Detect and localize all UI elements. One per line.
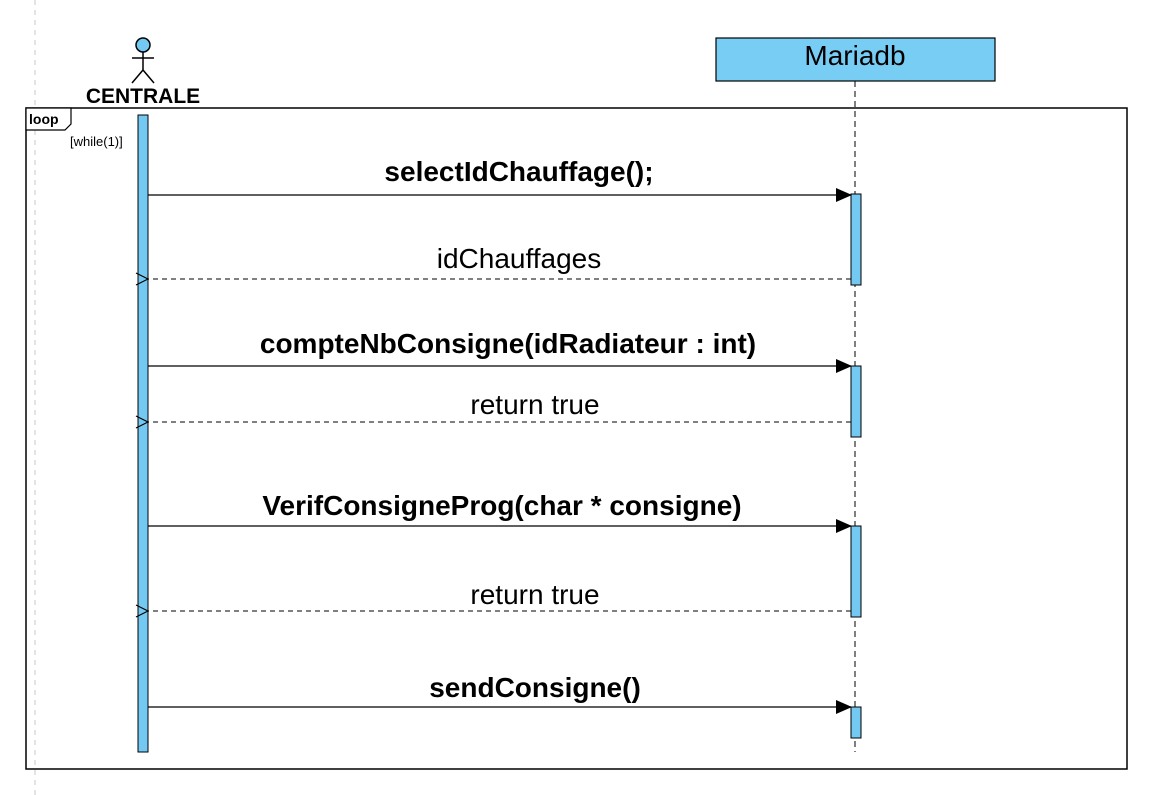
lifeline-head[interactable] bbox=[715, 37, 996, 82]
message-label: compteNbConsigne(idRadiateur : int) bbox=[260, 328, 756, 359]
message-select-id-chauffage[interactable]: selectIdChauffage(); bbox=[148, 156, 852, 202]
message-compte-nb-consigne[interactable]: compteNbConsigne(idRadiateur : int) bbox=[148, 328, 852, 373]
message-return-true-2[interactable]: return true bbox=[148, 579, 851, 611]
message-return-id-chauffages[interactable]: idChauffages bbox=[148, 243, 851, 279]
lifeline-title: Mariadb bbox=[804, 40, 905, 71]
message-verif-consigne-prog[interactable]: VerifConsigneProg(char * consigne) bbox=[148, 490, 852, 533]
mariadb-activation-4[interactable] bbox=[850, 706, 862, 739]
lifeline-mariadb[interactable]: Mariadb bbox=[715, 37, 996, 752]
actor-left-leg-icon bbox=[131, 69, 144, 84]
loop-operator-tab bbox=[25, 107, 72, 131]
loop-fragment[interactable] bbox=[25, 107, 1128, 770]
mariadb-activation-1[interactable] bbox=[850, 193, 862, 286]
loop-guard: [while(1)] bbox=[70, 134, 123, 149]
actor-centrale[interactable]: CENTRALE bbox=[86, 37, 200, 108]
message-label: sendConsigne() bbox=[429, 672, 641, 703]
actor-head-icon bbox=[135, 37, 151, 53]
actor-name: CENTRALE bbox=[86, 85, 200, 108]
message-return-true-1[interactable]: return true bbox=[148, 389, 851, 422]
actor-right-leg-icon bbox=[142, 69, 155, 84]
centrale-activation-bar[interactable] bbox=[137, 114, 149, 753]
loop-operator-label: loop bbox=[29, 111, 59, 127]
mariadb-activation-2[interactable] bbox=[850, 365, 862, 438]
message-label: return true bbox=[470, 579, 599, 610]
mariadb-activation-3[interactable] bbox=[850, 525, 862, 618]
message-label: return true bbox=[470, 389, 599, 420]
message-label: idChauffages bbox=[437, 243, 602, 274]
message-send-consigne[interactable]: sendConsigne() bbox=[148, 672, 852, 714]
message-label: selectIdChauffage(); bbox=[384, 156, 653, 187]
message-label: VerifConsigneProg(char * consigne) bbox=[262, 490, 741, 521]
